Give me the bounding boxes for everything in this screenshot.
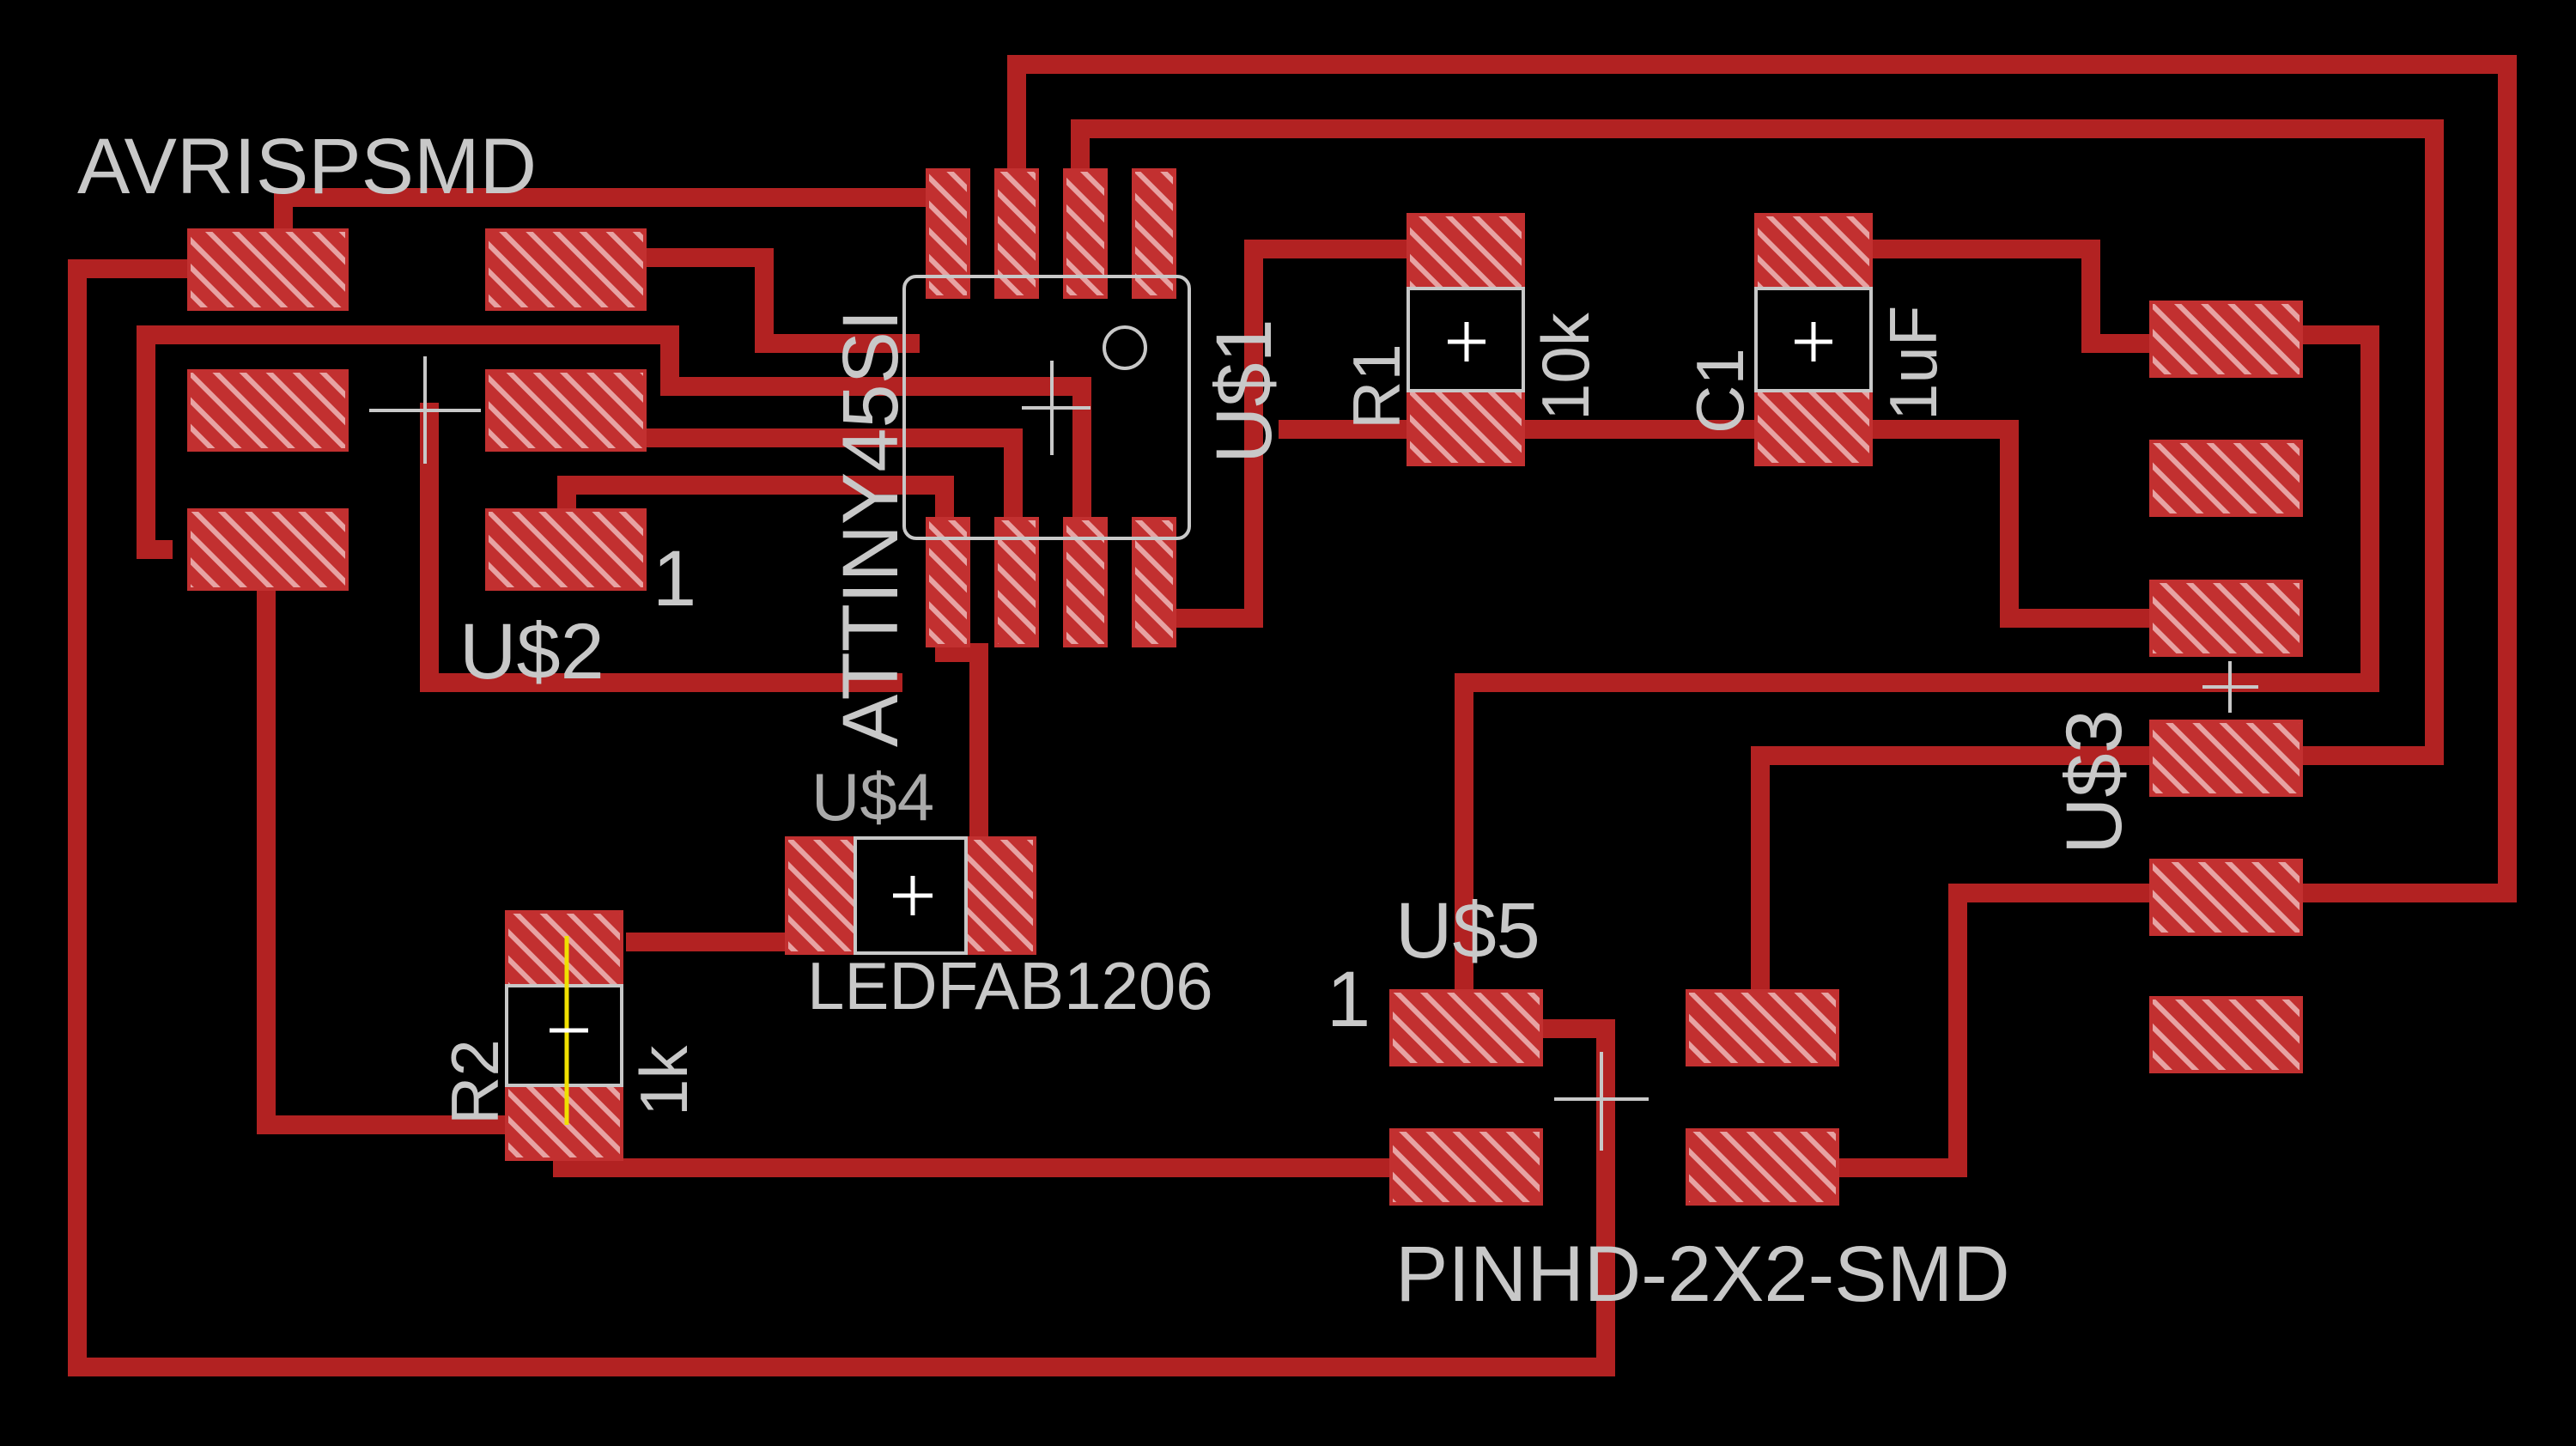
pad-r1-2 [1406, 389, 1525, 466]
trace-mcu-r1 [1160, 240, 1426, 628]
pad-avr-5 [187, 508, 349, 591]
r1-body [1406, 287, 1525, 392]
c1-value-label: 1uF [1875, 306, 1951, 421]
pad-hdr-4 [1686, 1128, 1839, 1206]
led-name-label: LEDFAB1206 [807, 948, 1213, 1024]
pad-u3-4 [2149, 720, 2303, 797]
trace-avr-sck [137, 325, 173, 559]
led-body [854, 836, 968, 955]
trace-gnd-loop [68, 259, 1615, 1376]
pad-hdr-1 [1389, 989, 1543, 1066]
pad-c1-2 [1754, 389, 1873, 466]
led-ref-label: U$4 [811, 759, 934, 835]
trace-avr-r2 [257, 557, 559, 1134]
u3-ref-label: U$3 [2050, 709, 2138, 854]
trace-u3-right [1455, 325, 2379, 1040]
pad-c1-1 [1754, 213, 1873, 290]
r2-value-label: 1k [626, 1045, 702, 1116]
pad-u3-2 [2149, 440, 2303, 517]
avr-ref-label: U$2 [459, 608, 605, 696]
c1-ref-label: C1 [1682, 348, 1758, 434]
trace-top-loop-outer [1007, 55, 2517, 902]
pad-r1-1 [1406, 213, 1525, 290]
r2-body [505, 984, 623, 1087]
pad-avr-6 [485, 508, 647, 591]
mcu-body-outline [902, 275, 1191, 540]
trace-avr-gnd [420, 403, 902, 692]
c1-body [1754, 287, 1873, 392]
r2-ref-label: R2 [437, 1039, 513, 1125]
mcu-ref-label: U$1 [1200, 319, 1288, 464]
pad-u3-1 [2149, 301, 2303, 378]
labels: AVRISPSMD 1 U$2 ATTINY45SI U$1 R1 10k C1… [77, 123, 2138, 1318]
trace-avr-rst [557, 476, 954, 547]
trace-avr-mosi [626, 428, 1023, 547]
mcu-pin1-marker [1103, 325, 1147, 370]
pad-hdr-3 [1389, 1128, 1543, 1206]
trace-u3-hdr-a [1751, 746, 2225, 1038]
r1-ref-label: R1 [1339, 343, 1414, 429]
pads [187, 168, 2303, 1206]
pad-avr-3 [187, 369, 349, 452]
pad-u3-6 [2149, 996, 2303, 1073]
trace-mcu-led [935, 643, 988, 868]
hdr-ref-label: U$5 [1395, 887, 1540, 975]
pad-r2-2 [505, 1084, 623, 1161]
pad-led-2 [964, 836, 1036, 955]
pad-avr-4 [485, 369, 647, 452]
trace-avr-row2 [137, 325, 1091, 547]
pad-u3-3 [2149, 580, 2303, 657]
pad-u3-5 [2149, 859, 2303, 936]
trace-top-loop-inner [1071, 119, 2444, 765]
r1-value-label: 10k [1528, 312, 1603, 421]
trace-avr-miso [592, 248, 920, 353]
silkscreen [369, 275, 2258, 1151]
pad-avr-1 [187, 228, 349, 311]
pad-hdr-2 [1686, 989, 1839, 1066]
trace-r1-c1 [1279, 420, 2225, 628]
pad-r2-1 [505, 910, 623, 987]
trace-avr-top [274, 188, 954, 241]
traces [68, 55, 2517, 1376]
pad-avr-2 [485, 228, 647, 311]
avr-name-label: AVRISPSMD [77, 123, 537, 210]
pad-led-1 [785, 836, 857, 955]
hdr-pin1-label: 1 [1327, 956, 1370, 1043]
hdr-name-label: PINHD-2X2-SMD [1395, 1230, 2010, 1318]
mcu-name-label: ATTINY45SI [827, 309, 914, 747]
avr-pin1-label: 1 [653, 535, 696, 623]
trace-u3-hdr-b [1828, 884, 2225, 1177]
